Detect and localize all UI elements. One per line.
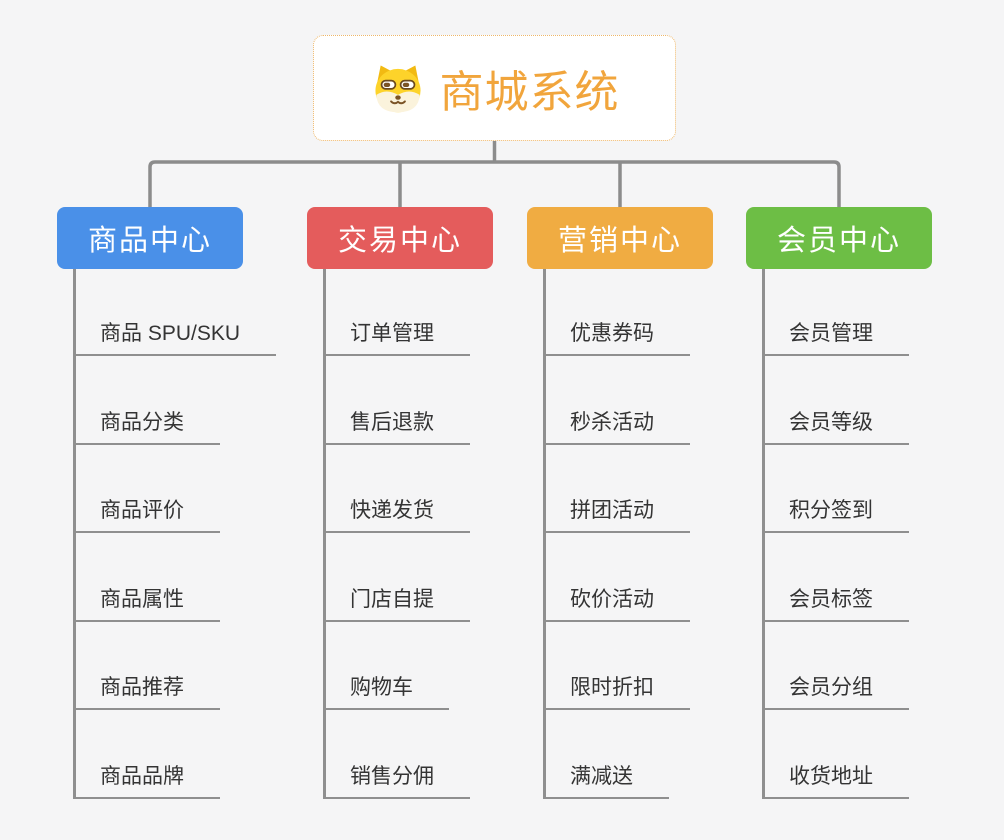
child-node[interactable]: 购物车: [323, 676, 449, 710]
child-node[interactable]: 商品品牌: [73, 765, 220, 799]
branch-node-1[interactable]: 商品中心: [57, 207, 243, 269]
child-node[interactable]: 会员分组: [762, 676, 909, 710]
child-node[interactable]: 砍价活动: [543, 588, 690, 622]
child-node[interactable]: 售后退款: [323, 411, 470, 445]
child-node[interactable]: 会员管理: [762, 322, 909, 356]
child-node[interactable]: 秒杀活动: [543, 411, 690, 445]
child-node[interactable]: 拼团活动: [543, 499, 690, 533]
child-node[interactable]: 门店自提: [323, 588, 470, 622]
child-node[interactable]: 商品评价: [73, 499, 220, 533]
branch-label: 营销中心: [557, 225, 682, 257]
child-node[interactable]: 商品属性: [73, 588, 220, 622]
child-node[interactable]: 会员等级: [762, 411, 909, 445]
branch-trunk-line: [323, 269, 326, 799]
branch-rail-line: [148, 160, 841, 207]
branch-node-3[interactable]: 营销中心: [527, 207, 713, 269]
branch-label: 交易中心: [337, 225, 462, 257]
child-node[interactable]: 满减送: [543, 765, 669, 799]
root-node-title: 商城系统: [439, 68, 620, 117]
branch-trunk-line: [543, 269, 546, 799]
child-node[interactable]: 商品 SPU/SKU: [73, 322, 277, 356]
root-node[interactable]: 商城系统: [313, 35, 676, 141]
branch-label: 商品中心: [87, 225, 212, 257]
child-node[interactable]: 商品分类: [73, 411, 220, 445]
branch-label: 会员中心: [776, 225, 901, 257]
child-node[interactable]: 商品推荐: [73, 676, 220, 710]
branch-trunk-line: [73, 269, 76, 799]
child-node[interactable]: 收货地址: [762, 765, 909, 799]
child-node[interactable]: 会员标签: [762, 588, 909, 622]
child-node[interactable]: 限时折扣: [543, 676, 690, 710]
child-node[interactable]: 优惠券码: [543, 322, 690, 356]
child-node[interactable]: 快递发货: [323, 499, 470, 533]
branch-node-2[interactable]: 交易中心: [307, 207, 493, 269]
branch-node-4[interactable]: 会员中心: [746, 207, 932, 269]
branch-trunk-line: [762, 269, 765, 799]
child-node[interactable]: 订单管理: [323, 322, 470, 356]
shiba-dog-logo-icon: [370, 62, 426, 114]
child-node[interactable]: 积分签到: [762, 499, 909, 533]
child-node[interactable]: 销售分佣: [323, 765, 470, 799]
